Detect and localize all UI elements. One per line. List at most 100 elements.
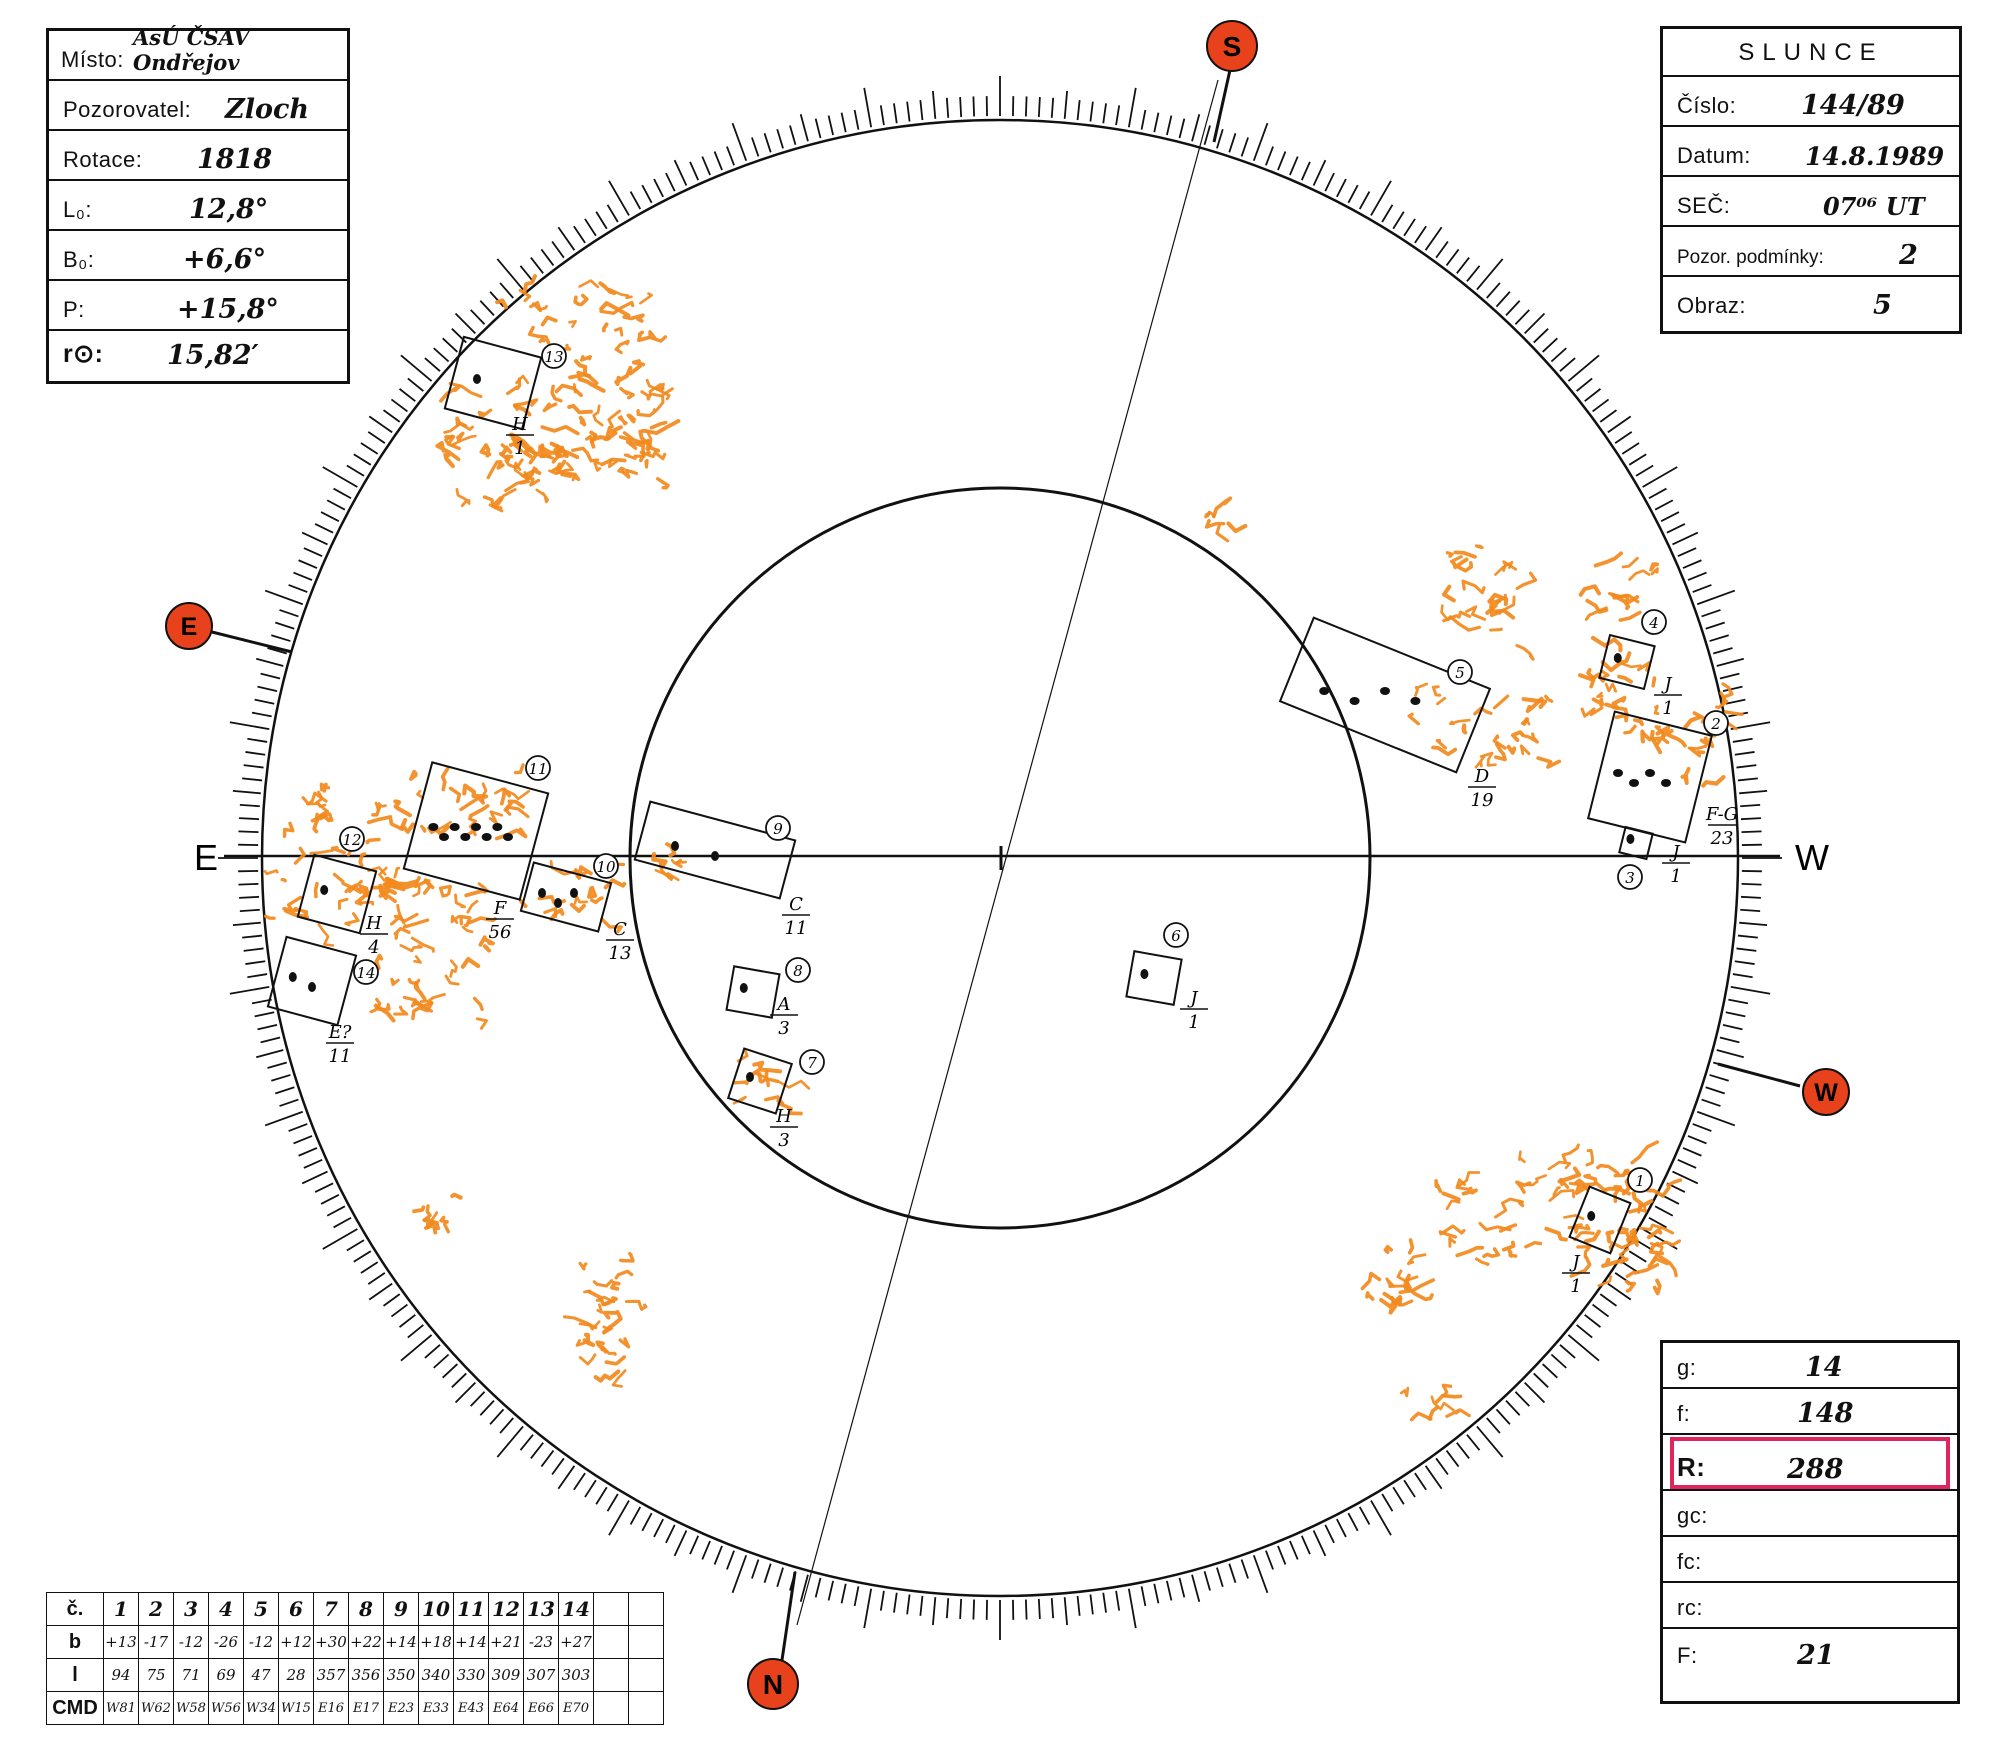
facula-stroke [416, 789, 425, 800]
number-value: 144/89 [1801, 90, 1905, 121]
group-number: 12 [342, 831, 361, 849]
table-cell: 75 [138, 1658, 174, 1692]
facula-stroke [479, 443, 492, 458]
facula-stroke [655, 477, 670, 490]
facula-stroke [506, 377, 522, 396]
scale-tick [540, 1450, 555, 1468]
facula-stroke [567, 403, 593, 415]
table-cell-empty [628, 1592, 664, 1626]
scale-tick [400, 1334, 433, 1362]
facula-stroke [573, 895, 588, 905]
facula-stroke [619, 1251, 635, 1263]
facula-stroke [460, 957, 481, 969]
facula-stroke [440, 765, 450, 792]
facula-stroke [605, 425, 623, 437]
facula-stroke [1501, 1240, 1516, 1252]
group-frame [1618, 825, 1654, 861]
sunspot-umbra [671, 841, 679, 851]
north-marker [747, 1658, 799, 1710]
facula-stroke [639, 450, 667, 461]
sunspot-umbra [428, 823, 439, 831]
r-label: R: [1677, 1452, 1706, 1482]
rotation-value: 1818 [197, 144, 273, 175]
scale-tick [1654, 1205, 1674, 1217]
facula-stroke [1403, 1273, 1411, 1292]
facula-stroke [1204, 510, 1211, 519]
scale-tick [557, 1465, 576, 1490]
facula-stroke [477, 408, 493, 419]
facula-stroke [448, 381, 483, 399]
scale-tick [1722, 1024, 1743, 1031]
scale-tick [1312, 1530, 1327, 1557]
facula-stroke [412, 1205, 426, 1214]
facula-stroke [752, 1060, 765, 1070]
relative-number-highlight [1670, 1437, 1950, 1489]
facula-stroke [1515, 1180, 1532, 1194]
sunspot-umbra [1319, 687, 1330, 695]
facula-stroke [508, 440, 546, 459]
facula-stroke [1457, 1171, 1481, 1188]
facula-stroke [1599, 669, 1610, 679]
facula-stroke [1455, 1178, 1473, 1191]
group-frame [519, 861, 613, 933]
scale-tick [496, 258, 524, 291]
facula-stroke [1649, 562, 1660, 572]
facula-stroke [1448, 718, 1471, 726]
table-cell: 69 [208, 1658, 244, 1692]
table-cell: E23 [383, 1691, 419, 1725]
scale-tick [1584, 1314, 1602, 1328]
group-spot-count: 56 [489, 922, 512, 943]
facula-stroke [1652, 1278, 1662, 1296]
scale-tick [1277, 151, 1287, 171]
sunspot-umbra [1629, 779, 1639, 787]
scale-tick [1642, 466, 1678, 488]
sunspot-group-14: 14E?11 [266, 935, 379, 1067]
facula-stroke [337, 897, 349, 910]
scale-tick [360, 442, 379, 455]
group-spot-count: 1 [1570, 1276, 1581, 1297]
scale-tick [320, 511, 340, 522]
rotation-axis [796, 79, 1219, 1626]
scale-tick [243, 764, 264, 769]
facula-stroke [1649, 1242, 1664, 1253]
facula-stroke [460, 498, 471, 508]
scale-tick [303, 1158, 323, 1169]
scale-tick [1347, 184, 1359, 204]
degree-scale-ticks [218, 76, 1782, 1640]
facula-stroke [475, 1017, 488, 1030]
table-cell: W62 [138, 1691, 174, 1725]
solar-radius-value: 15,82′ [167, 340, 259, 371]
scale-tick [919, 100, 924, 121]
facula-stroke [648, 382, 665, 393]
facula-stroke [1657, 1239, 1682, 1247]
facula-stroke [602, 1325, 613, 1335]
facula-stroke [378, 888, 397, 898]
scale-tick [1719, 1036, 1740, 1044]
scale-tick [1203, 1571, 1211, 1591]
facula-stroke [1517, 1199, 1525, 1208]
facula-stroke [313, 881, 319, 899]
facula-stroke [587, 885, 598, 899]
facula-stroke [1436, 696, 1447, 706]
scale-tick [1524, 312, 1546, 334]
facula-stroke [344, 912, 360, 927]
table-cell: -17 [138, 1625, 174, 1659]
facula-stroke [317, 923, 335, 947]
facula-stroke [1583, 1229, 1601, 1244]
inner-reference-circle [628, 486, 1372, 1230]
facula-stroke [1723, 710, 1744, 717]
group-class: C [613, 919, 627, 940]
facula-stroke [556, 451, 566, 459]
scale-tick [1687, 571, 1707, 581]
facula-stroke [1591, 697, 1605, 707]
scale-tick [1495, 291, 1511, 308]
facula-stroke [644, 458, 649, 469]
observer-value: Zloch [225, 94, 310, 125]
facula-stroke [777, 1101, 803, 1116]
scale-tick [326, 1205, 346, 1217]
facula-stroke [1650, 567, 1659, 576]
facula-stroke [282, 821, 295, 838]
facula-stroke [443, 452, 455, 469]
scale-tick [245, 960, 266, 965]
table-cell: 5 [243, 1592, 279, 1626]
